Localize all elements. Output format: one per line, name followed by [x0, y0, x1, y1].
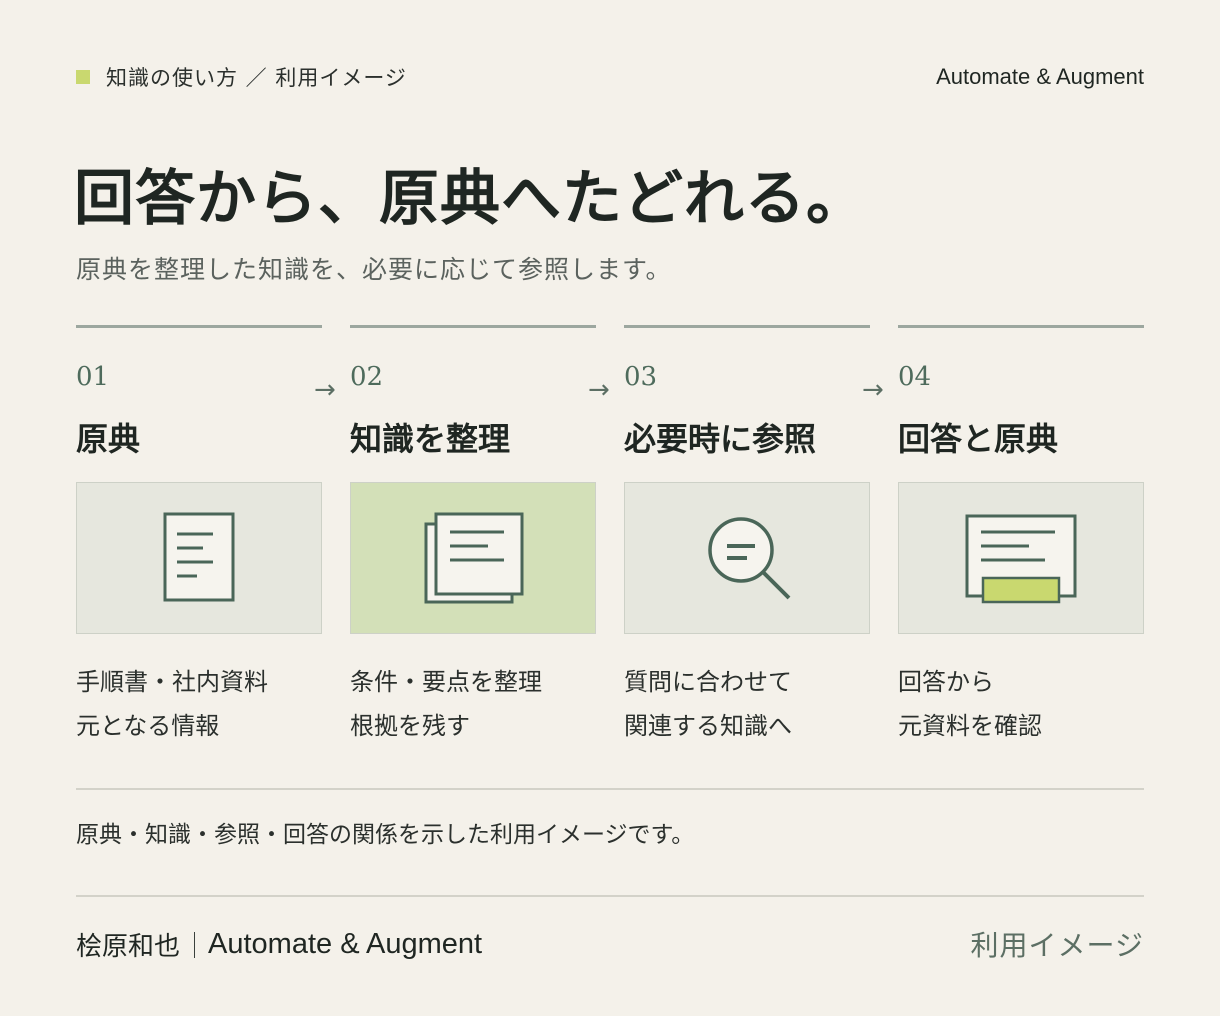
- step-description: 質問に合わせて 関連する知識へ: [624, 660, 870, 748]
- step-card: [76, 482, 322, 634]
- footer-brand: Automate & Augment: [208, 928, 483, 960]
- answer-with-source-icon: [965, 514, 1077, 604]
- step-description-line: 質問に合わせて: [624, 668, 792, 696]
- step-3: 03 必要時に参照 質問に合わせて 関連する知識へ: [624, 325, 870, 748]
- step-divider: [624, 325, 870, 328]
- steps-flow: 01 原典 手順書・社内資料 元となる情報 → 02 知識を整理: [76, 325, 1144, 745]
- arrow-icon: →: [862, 375, 884, 405]
- footer-separator: [194, 931, 196, 958]
- step-card: [624, 482, 870, 634]
- divider: [76, 788, 1144, 790]
- stacked-documents-icon: [424, 512, 524, 604]
- step-2: 02 知識を整理 条件・要点を整理 根拠を残す: [350, 325, 596, 748]
- step-number: 03: [624, 362, 658, 392]
- step-description-line: 根拠を残す: [350, 712, 470, 740]
- step-divider: [76, 325, 322, 328]
- top-bar: 知識の使い方 ／ 利用イメージ Automate & Augment: [76, 62, 1144, 92]
- footer-label: 利用イメージ: [970, 929, 1144, 962]
- brand-name: Automate & Augment: [936, 64, 1144, 89]
- step-description-line: 元となる情報: [76, 712, 220, 740]
- step-divider: [898, 325, 1144, 328]
- step-description-line: 条件・要点を整理: [350, 668, 542, 696]
- step-title: 回答と原典: [898, 420, 1059, 458]
- step-1: 01 原典 手順書・社内資料 元となる情報: [76, 325, 322, 748]
- step-title: 必要時に参照: [624, 420, 817, 458]
- step-description-line: 回答から: [898, 668, 994, 696]
- step-description-line: 関連する知識へ: [624, 712, 792, 740]
- section-label-text: 知識の使い方 ／ 利用イメージ: [106, 66, 407, 90]
- document-icon: [163, 512, 235, 602]
- step-title: 原典: [76, 420, 141, 458]
- caption: 原典・知識・参照・回答の関係を示した利用イメージです。: [76, 822, 695, 848]
- step-description: 手順書・社内資料 元となる情報: [76, 660, 322, 748]
- page-subtitle: 原典を整理した知識を、必要に応じて参照します。: [76, 255, 672, 284]
- step-card: [350, 482, 596, 634]
- step-number: 01: [76, 362, 110, 392]
- step-number: 04: [898, 362, 932, 392]
- author-name: 桧原和也: [76, 932, 181, 962]
- accent-square-icon: [76, 70, 90, 84]
- step-description-line: 元資料を確認: [898, 712, 1042, 740]
- arrow-icon: →: [314, 375, 336, 405]
- step-number: 02: [350, 362, 384, 392]
- arrow-icon: →: [588, 375, 610, 405]
- step-divider: [350, 325, 596, 328]
- footer-credit: 桧原和也 Automate & Augment: [76, 926, 482, 963]
- step-description: 回答から 元資料を確認: [898, 660, 1144, 748]
- search-icon: [708, 517, 791, 600]
- step-description-line: 手順書・社内資料: [76, 668, 268, 696]
- step-4: 04 回答と原典 回答から 元資料を確認: [898, 325, 1144, 748]
- section-label: 知識の使い方 ／ 利用イメージ: [76, 62, 407, 92]
- step-description: 条件・要点を整理 根拠を残す: [350, 660, 596, 748]
- step-card: [898, 482, 1144, 634]
- step-title: 知識を整理: [350, 420, 511, 458]
- page-title: 回答から、原典へたどれる。: [74, 164, 867, 234]
- divider: [76, 895, 1144, 897]
